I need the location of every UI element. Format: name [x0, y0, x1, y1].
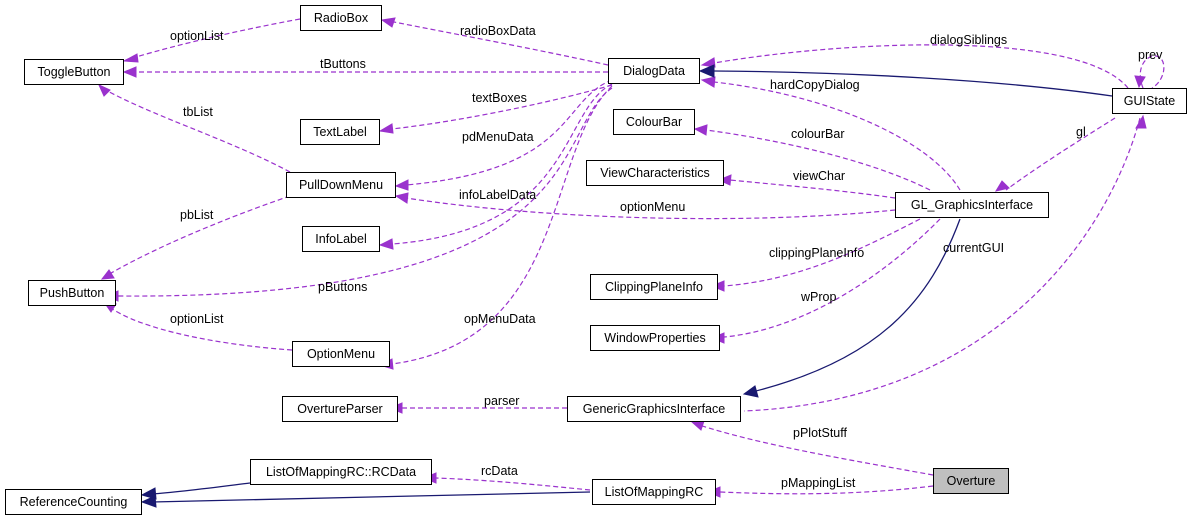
node-colour-bar[interactable]: ColourBar — [613, 109, 695, 135]
edge-gl-to-view-characteristics — [729, 179, 896, 199]
arrowhead-generic-graphics-inherit — [742, 385, 759, 398]
arrowhead-dialog-data-siblings — [700, 57, 716, 68]
edge-option-menu-to-push-button — [107, 305, 293, 351]
edge-label-view-char: viewChar — [793, 169, 846, 183]
edge-label-dialog-siblings: dialogSiblings — [930, 33, 1008, 47]
node-dialog-data[interactable]: DialogData — [608, 58, 700, 84]
edge-label-tb-list: tbList — [183, 105, 213, 119]
edge-dialog-data-to-pull-down-menu — [405, 79, 613, 186]
node-option-menu[interactable]: OptionMenu — [292, 341, 390, 367]
edge-label-text-boxes: textBoxes — [472, 91, 527, 105]
edge-label-w-prop: wProp — [801, 290, 837, 304]
edge-list-of-mapping-rc-to-reference-counting — [151, 491, 591, 503]
edge-gl-to-generic-graphics-inherit — [751, 218, 961, 393]
arrowhead-gui-state-currentgui — [1135, 114, 1147, 129]
edge-label-option-list-menu: optionList — [170, 312, 224, 326]
node-toggle-button[interactable]: ToggleButton — [24, 59, 124, 85]
edge-label-pb-list: pbList — [180, 208, 214, 222]
edge-gl-to-pull-down-menu — [405, 197, 896, 220]
edge-label-p-plot-stuff: pPlotStuff — [793, 426, 847, 440]
node-view-characteristics[interactable]: ViewCharacteristics — [586, 160, 724, 186]
edge-dialog-data-to-option-menu — [391, 85, 613, 365]
edge-gl-to-clipping-plane-info — [723, 218, 921, 287]
arrowhead-text-label — [378, 123, 394, 134]
arrowhead-pull-down-menu-optionmenu — [394, 192, 409, 204]
edge-label-gl: gl — [1076, 125, 1086, 139]
edge-overture-to-generic-graphics — [695, 423, 934, 476]
edge-label-info-label-data: infoLabelData — [459, 188, 537, 202]
node-gl-graphics-interface[interactable]: GL_GraphicsInterface — [895, 192, 1049, 218]
edge-label-p-buttons: pButtons — [318, 280, 368, 294]
arrowhead-reference-counting-list — [140, 495, 157, 508]
arrowhead-gui-state-prev — [1134, 75, 1146, 89]
node-text-label[interactable]: TextLabel — [300, 119, 380, 145]
node-window-properties[interactable]: WindowProperties — [590, 325, 720, 351]
edge-pull-down-menu-to-toggle-button — [103, 88, 291, 173]
edge-pull-down-menu-to-push-button — [105, 195, 291, 277]
arrowhead-push-button-pblist — [100, 269, 115, 280]
edge-label-parser: parser — [484, 394, 520, 408]
edge-dialog-data-to-push-button — [117, 87, 613, 297]
arrowhead-gl-graphics-interface — [994, 180, 1010, 192]
edge-gl-to-gui-state — [1005, 117, 1116, 191]
edge-overture-to-list-of-mapping-rc — [719, 485, 934, 495]
arrowhead-view-characteristics — [717, 174, 732, 186]
edge-label-current-gui: currentGUI — [943, 241, 1005, 255]
arrowhead-toggle-button-tbuttons — [122, 66, 137, 78]
arrowhead-colour-bar — [693, 124, 708, 136]
edge-label-radio-box-data: radioBoxData — [460, 24, 536, 38]
edge-label-op-menu-data: opMenuData — [464, 312, 536, 326]
edge-gl-to-window-properties — [723, 218, 941, 338]
edge-label-p-mapping-list: pMappingList — [781, 476, 856, 490]
edge-label-option-menu: optionMenu — [620, 200, 686, 214]
node-list-of-mapping-rc[interactable]: ListOfMappingRC — [592, 479, 716, 505]
arrowhead-dialog-data-hardcopy — [700, 76, 716, 88]
arrowhead-reference-counting-rcdata — [140, 487, 157, 500]
arrowhead-toggle-button-optionlist — [122, 53, 139, 63]
edge-label-colour-bar: colourBar — [791, 127, 845, 141]
edge-gui-state-to-dialog-data-inherit — [713, 70, 1113, 97]
node-reference-counting[interactable]: ReferenceCounting — [5, 489, 142, 515]
node-radio-box[interactable]: RadioBox — [300, 5, 382, 31]
node-clipping-plane-info[interactable]: ClippingPlaneInfo — [590, 274, 718, 300]
edge-dialog-data-to-info-label — [391, 83, 613, 245]
node-overture-parser[interactable]: OvertureParser — [282, 396, 398, 422]
arrowhead-info-label — [378, 238, 394, 250]
edge-gl-to-dialog-data-hardcopy — [713, 81, 961, 191]
edge-label-hard-copy-dialog: hardCopyDialog — [770, 78, 860, 92]
edge-dialog-data-to-text-label — [391, 84, 613, 130]
edge-gui-state-to-dialog-data — [713, 44, 1129, 89]
edge-label-rc-data: rcData — [481, 464, 518, 478]
node-generic-graphics-interface[interactable]: GenericGraphicsInterface — [567, 396, 741, 422]
arrowhead-generic-graphics-pplotstuff — [690, 420, 705, 431]
edge-dialog-data-to-radio-box — [393, 21, 609, 66]
edge-label-clipping-plane-info: clippingPlaneInfo — [769, 246, 865, 260]
arrowhead-toggle-button-tblist — [97, 83, 111, 97]
node-list-of-mapping-rc-rcdata[interactable]: ListOfMappingRC::RCData — [250, 459, 432, 485]
arrowhead-radio-box — [380, 17, 396, 28]
arrowhead-clipping-plane-info — [710, 280, 725, 292]
edge-label-prev: prev — [1138, 48, 1163, 62]
arrowhead-dialog-data-inherit — [698, 64, 715, 78]
node-pull-down-menu[interactable]: PullDownMenu — [286, 172, 396, 198]
edge-radio-box-to-toggle-button — [135, 18, 301, 58]
edge-label-pd-menu-data: pdMenuData — [462, 130, 534, 144]
edge-gui-state-to-generic-graphics — [743, 117, 1141, 412]
arrowhead-pull-down-menu-pdmenu — [394, 179, 409, 191]
edge-label-t-buttons: tButtons — [320, 57, 366, 71]
edge-rcdata-to-reference-counting — [151, 482, 251, 495]
node-gui-state[interactable]: GUIState — [1112, 88, 1187, 114]
edge-gui-state-prev-loop — [1139, 55, 1165, 89]
edge-list-of-mapping-rc-to-rcdata — [435, 477, 591, 491]
node-overture[interactable]: Overture — [933, 468, 1009, 494]
edge-label-option-list-radio: optionList — [170, 29, 224, 43]
node-info-label[interactable]: InfoLabel — [302, 226, 380, 252]
edge-gl-to-colour-bar — [705, 129, 931, 191]
node-push-button[interactable]: PushButton — [28, 280, 116, 306]
